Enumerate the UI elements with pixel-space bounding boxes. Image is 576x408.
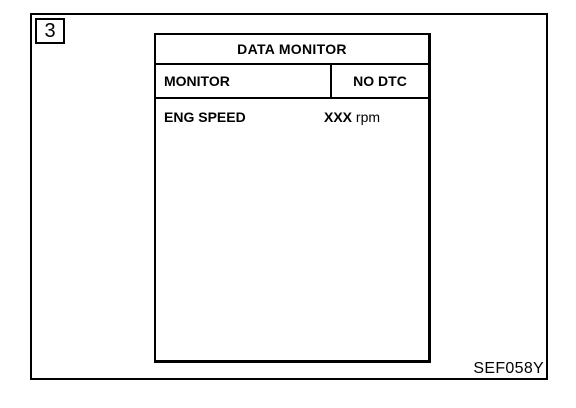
monitor-item-label: ENG SPEED (164, 109, 246, 125)
monitor-item-unit: rpm (355, 109, 381, 125)
figure-frame (30, 13, 548, 380)
step-number: 3 (44, 20, 56, 42)
monitor-item-value-group: XXX rpm (324, 109, 380, 125)
screen-header-row: MONITOR NO DTC (156, 65, 428, 99)
step-number-badge: 3 (35, 18, 65, 44)
monitor-row-eng-speed: ENG SPEED XXX rpm (156, 99, 428, 129)
monitor-item-value: XXX (324, 109, 353, 125)
monitor-header: MONITOR (156, 65, 332, 97)
figure-code: SEF058Y (473, 360, 544, 377)
data-monitor-screen: DATA MONITOR MONITOR NO DTC ENG SPEED XX… (154, 33, 431, 363)
dtc-status: NO DTC (353, 73, 407, 89)
screen-title: DATA MONITOR (156, 35, 428, 65)
